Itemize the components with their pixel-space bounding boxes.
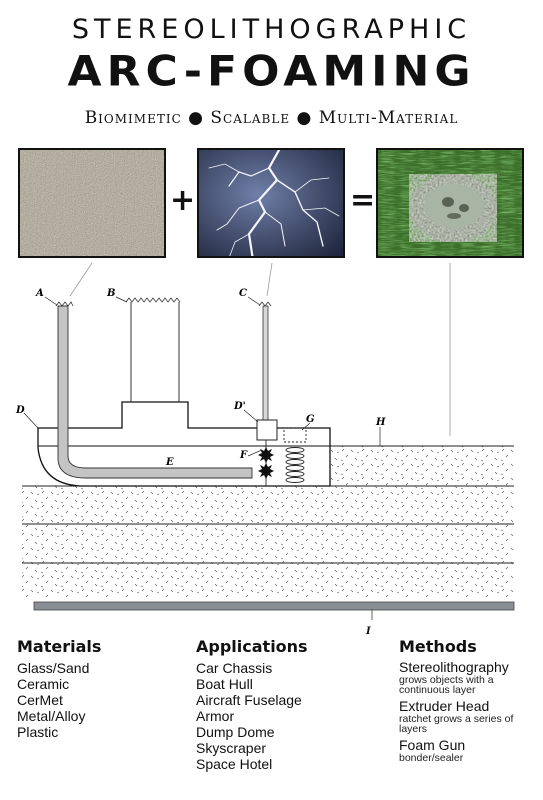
foam-object-photo (376, 148, 524, 258)
methods-column: Methods Stereolithography grows objects … (399, 637, 534, 767)
plus-sign: + (170, 183, 196, 218)
title-line-1: Stereolithographic (71, 14, 472, 45)
materials-heading: Materials (17, 637, 102, 656)
method-name: Foam Gun (399, 737, 466, 753)
title-line-2: ARC-FOAMING (67, 47, 476, 96)
list-item: Glass/Sand (17, 660, 90, 676)
list-item: Boat Hull (196, 676, 253, 692)
label-F: F (239, 450, 248, 461)
lightning-photo (197, 148, 345, 258)
materials-column: Materials Glass/Sand Ceramic CerMet Meta… (17, 637, 101, 740)
extruder-head (37, 401, 331, 487)
list-item: Space Hotel (196, 756, 273, 772)
label-B: B (106, 288, 115, 299)
list-item: Aircraft Fuselage (196, 692, 302, 708)
list-item: CerMet (17, 692, 63, 708)
label-A: A (35, 288, 44, 299)
connector-lightning (266, 262, 273, 297)
electrode-C (262, 305, 269, 421)
spring-G (285, 447, 305, 483)
base-plate (33, 601, 515, 611)
list-item: Plastic (17, 724, 59, 740)
label-I: I (366, 626, 371, 637)
list-item: Car Chassis (196, 660, 273, 676)
methods-heading: Methods (399, 637, 477, 656)
list-item: Dump Dome (196, 724, 275, 740)
applications-column: Applications Car Chassis Boat Hull Aircr… (196, 637, 308, 772)
list-item: Ceramic (17, 676, 70, 692)
applications-heading: Applications (196, 637, 308, 656)
chamber-G (283, 427, 307, 443)
method-description: grows objects with a continuous layer (399, 674, 494, 696)
label-C: C (239, 288, 247, 299)
list-item: Armor (196, 708, 235, 724)
label-D: D (15, 405, 25, 416)
equals-sign: = (350, 183, 376, 218)
foam-layer-top (330, 446, 514, 486)
label-E: E (165, 457, 174, 468)
feed-tube-A (57, 305, 253, 479)
list-item: Metal/Alloy (17, 708, 86, 724)
method-name: Extruder Head (399, 698, 490, 714)
sand-photo (18, 148, 166, 258)
arc-foaming-diagram: A B C D D' E F G H (15, 262, 515, 620)
method-name: Stereolithography (399, 659, 509, 675)
wire-B (125, 297, 181, 303)
method-description: bonder/sealer (399, 752, 464, 764)
label-H: H (375, 417, 386, 428)
connector-sand (69, 262, 93, 297)
electrode-D-prime (256, 419, 278, 441)
label-D-prime: D' (233, 401, 246, 412)
foam-layers (22, 486, 514, 598)
label-G: G (306, 414, 315, 425)
method-description: ratchet grows a series of layers (399, 713, 514, 735)
tagline: Biomimetic ● Scalable ● Multi-Material (84, 108, 459, 128)
list-item: Skyscraper (196, 740, 267, 756)
